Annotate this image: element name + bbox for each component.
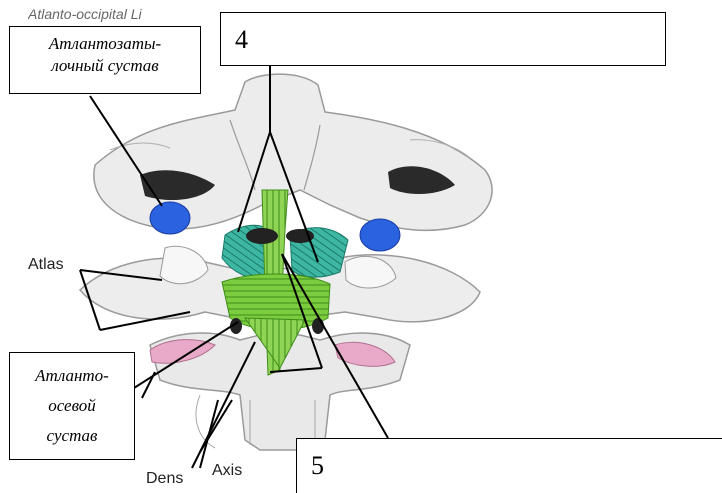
answer-box-4-number: 4 (235, 25, 248, 55)
atlas-label: Atlas (28, 256, 64, 274)
occipital-bone (94, 74, 492, 230)
answer-box-5: 5 (296, 438, 722, 493)
answer-box-4: 4 (220, 12, 666, 66)
dens-label: Dens (146, 470, 183, 488)
partial-top-label: Atlanto-occipital Li (28, 6, 248, 22)
atlanto-axial-joint-label-box: Атланто- осевой сустав (9, 352, 135, 460)
axis-label: Axis (212, 462, 242, 480)
atlanto-occipital-line2: лочный сустав (10, 55, 200, 77)
atlanto-occipital-joint-label-box: Атлантозаты- лочный сустав (9, 26, 201, 94)
left-joint-blue (150, 202, 190, 234)
right-joint-blue (360, 219, 400, 251)
atlanto-axial-line3: сустав (10, 421, 134, 451)
answer-box-5-number: 5 (311, 451, 324, 481)
atlanto-occipital-line1: Атлантозаты- (10, 33, 200, 55)
atlanto-axial-line2: осевой (10, 391, 134, 421)
atlanto-axial-line1: Атланто- (10, 361, 134, 391)
